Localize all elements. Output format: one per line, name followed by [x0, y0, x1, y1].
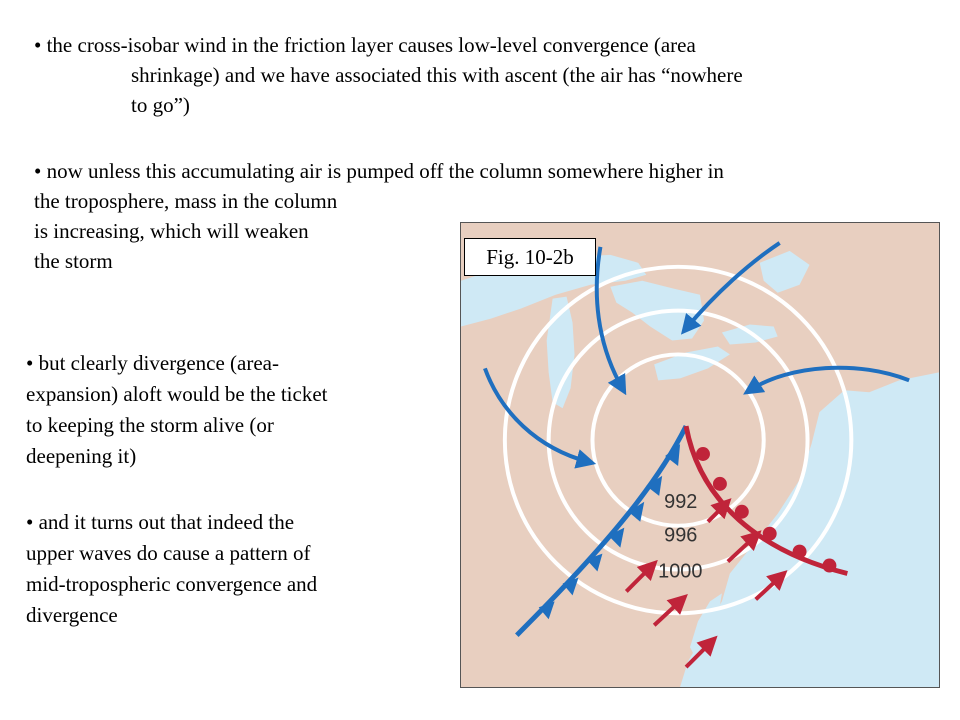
- warm-front: [683, 425, 848, 576]
- inflow-arrow-east: [743, 365, 910, 395]
- bullet4-line4: divergence: [26, 603, 118, 627]
- bay-water-north: [759, 250, 810, 293]
- inflow-arrow-northwest: [594, 246, 627, 396]
- lake-michigan: [546, 296, 575, 409]
- warm-arrow: [706, 498, 732, 524]
- bullet3-line3: to keeping the storm alive (or: [26, 413, 274, 437]
- cold-front-triangle: [646, 475, 663, 496]
- cold-front-triangle: [628, 501, 645, 522]
- warm-front-semicircle: [792, 544, 807, 559]
- isobar-label-996: 996: [664, 525, 697, 547]
- isobar-label-1000: 1000: [658, 560, 702, 582]
- warm-arrow: [726, 530, 762, 564]
- bullet2-line1: • now unless this accumulating air is pu…: [34, 159, 724, 183]
- isobar-group: [502, 264, 854, 616]
- cold-front-line: [515, 425, 689, 637]
- bullet1-line2: shrinkage) and we have associated this w…: [131, 63, 743, 87]
- bullet2-line4: the storm: [34, 249, 113, 273]
- inflow-arrows: [483, 241, 910, 469]
- warm-front-semicircle: [762, 526, 777, 541]
- isobar-label-992: 992: [664, 491, 697, 513]
- bullet4-line1: • and it turns out that indeed the: [26, 510, 295, 534]
- warm-arrow: [652, 593, 688, 627]
- bullet1-line3: to go”): [131, 93, 190, 117]
- bullet-mass-accumulation: • now unless this accumulating air is pu…: [34, 156, 934, 276]
- bullet-upper-waves: • and it turns out that indeed the upper…: [26, 507, 426, 631]
- bullet2-line2: the troposphere, mass in the column: [34, 189, 338, 213]
- bullet4-line3: mid-tropospheric convergence and: [26, 572, 318, 596]
- bullet3-line1: • but clearly divergence (area-: [26, 351, 279, 375]
- figure-label: Fig. 10-2b: [464, 238, 596, 276]
- warm-arrow: [624, 559, 658, 593]
- cold-front-triangle: [586, 553, 603, 572]
- warm-front-line: [683, 425, 848, 576]
- cold-front: [515, 425, 689, 637]
- bullet3-line2: expansion) aloft would be the ticket: [26, 382, 328, 406]
- bullet3-line4: deepening it): [26, 444, 137, 468]
- inflow-arrow-west: [483, 367, 597, 469]
- inflow-arrow-north: [680, 241, 781, 335]
- warm-front-semicircle: [734, 504, 749, 519]
- warm-front-semicircle: [696, 447, 710, 461]
- lake-erie: [654, 346, 730, 381]
- warm-front-semicircle: [822, 558, 837, 573]
- warm-arrow: [754, 570, 788, 601]
- warm-arrow: [684, 635, 718, 669]
- warm-front-semicircle: [712, 476, 727, 491]
- bullet-friction-convergence: • the cross-isobar wind in the friction …: [34, 30, 924, 120]
- bullet-divergence-aloft: • but clearly divergence (area- expansio…: [26, 348, 426, 472]
- bullet2-line3: is increasing, which will weaken: [34, 219, 309, 243]
- cold-front-triangle: [608, 527, 625, 548]
- cold-front-triangle: [665, 444, 681, 466]
- isobar-middle: [546, 308, 810, 572]
- warm-sector-arrows: [624, 498, 788, 669]
- cyclone-map: 992 996 1000: [460, 222, 940, 688]
- bullet1-line1: • the cross-isobar wind in the friction …: [34, 33, 696, 57]
- bullet4-line2: upper waves do cause a pattern of: [26, 541, 311, 565]
- isobar-inner: [590, 352, 766, 528]
- cold-front-triangle: [538, 601, 555, 620]
- ocean-area: [680, 372, 939, 687]
